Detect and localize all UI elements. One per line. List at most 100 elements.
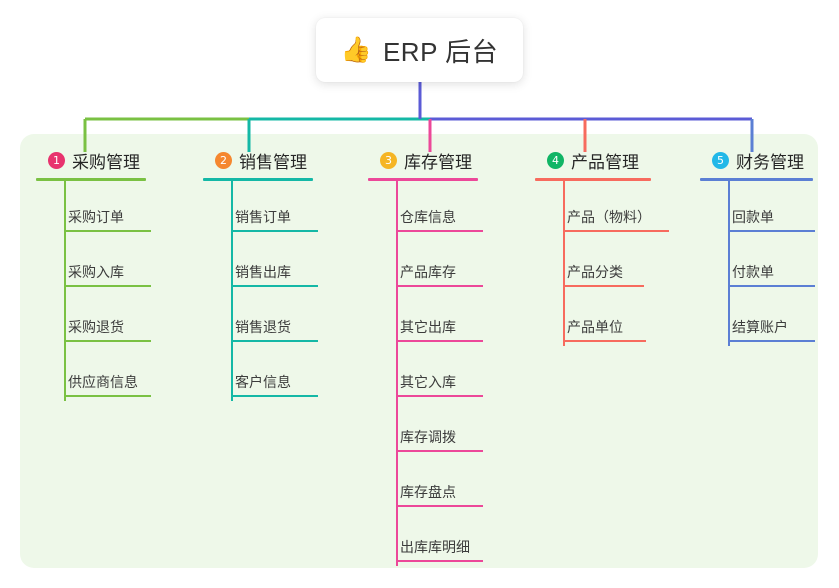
leaf-item[interactable]: 库存调拨 (397, 401, 483, 456)
column-header-5[interactable]: 5 财务管理 (700, 148, 813, 172)
leaf-rule (729, 285, 815, 287)
page-title: ERP 后台 (382, 36, 499, 67)
column-underline-1 (36, 178, 146, 181)
leaf-label: 回款单 (732, 209, 774, 225)
leaf-list-5: 回款单付款单结算账户 (700, 181, 815, 346)
leaf-label: 客户信息 (235, 374, 291, 390)
leaf-label: 产品单位 (567, 319, 623, 335)
leaf-label: 采购退货 (68, 319, 124, 335)
leaf-list-1: 采购订单采购入库采购退货供应商信息 (36, 181, 151, 401)
leaf-item[interactable]: 客户信息 (232, 346, 318, 401)
leaf-item[interactable]: 产品分类 (564, 236, 651, 291)
leaf-label: 销售退货 (235, 319, 291, 335)
column-underline-5 (700, 178, 813, 181)
leaf-item[interactable]: 产品库存 (397, 236, 483, 291)
leaf-item[interactable]: 采购订单 (65, 181, 151, 236)
leaf-rule (564, 230, 669, 232)
leaf-label: 产品分类 (567, 264, 623, 280)
leaf-rule (65, 340, 151, 342)
diagram-panel (20, 134, 818, 568)
leaf-rule (397, 230, 483, 232)
column-underline-2 (203, 178, 313, 181)
column-badge-1: 1 (48, 151, 65, 169)
leaf-item[interactable]: 仓库信息 (397, 181, 483, 236)
column-badge-4: 4 (547, 151, 564, 169)
leaf-label: 库存调拨 (400, 429, 456, 445)
leaf-rule (232, 285, 318, 287)
leaf-label: 采购订单 (68, 209, 124, 225)
leaf-rule (564, 340, 646, 342)
leaf-list-4: 产品（物料） 产品分类产品单位 (535, 181, 669, 346)
leaf-spine-2 (231, 181, 233, 401)
leaf-label: 产品（物料） (567, 209, 651, 225)
leaf-label: 其它出库 (400, 319, 456, 335)
leaf-item[interactable]: 销售出库 (232, 236, 318, 291)
leaf-item[interactable]: 销售退货 (232, 291, 318, 346)
leaf-rule (397, 395, 483, 397)
leaf-item[interactable]: 库存盘点 (397, 456, 483, 511)
leaf-rule (397, 285, 483, 287)
column-产品管理: 4 产品管理产品（物料） 产品分类产品单位 (535, 148, 669, 346)
leaf-rule (564, 285, 644, 287)
leaf-spine-3 (396, 181, 398, 566)
leaf-label: 采购入库 (68, 264, 124, 280)
leaf-rule (397, 560, 483, 562)
leaf-rule (232, 340, 318, 342)
leaf-item[interactable]: 采购退货 (65, 291, 151, 346)
leaf-label: 库存盘点 (400, 484, 456, 500)
leaf-item[interactable]: 其它出库 (397, 291, 483, 346)
leaf-item[interactable]: 采购入库 (65, 236, 151, 291)
thumbs-up-icon: 👍 (340, 35, 372, 64)
column-badge-2: 2 (215, 151, 232, 169)
leaf-item[interactable]: 结算账户 (729, 291, 815, 346)
column-采购管理: 1 采购管理采购订单采购入库采购退货供应商信息 (36, 148, 151, 401)
leaf-list-3: 仓库信息产品库存其它出库其它入库库存调拨库存盘点出库库明细 (368, 181, 483, 566)
leaf-item[interactable]: 付款单 (729, 236, 815, 291)
leaf-rule (729, 230, 815, 232)
column-header-3[interactable]: 3 库存管理 (368, 148, 478, 172)
leaf-spine-5 (728, 181, 730, 346)
leaf-rule (397, 505, 483, 507)
column-underline-4 (535, 178, 651, 181)
leaf-rule (232, 230, 318, 232)
column-财务管理: 5 财务管理回款单付款单结算账户 (700, 148, 815, 346)
leaf-label: 供应商信息 (68, 374, 138, 390)
leaf-rule (65, 230, 151, 232)
column-header-1[interactable]: 1 采购管理 (36, 148, 146, 172)
leaf-label: 仓库信息 (400, 209, 456, 225)
leaf-label: 结算账户 (732, 319, 788, 335)
leaf-item[interactable]: 产品单位 (564, 291, 651, 346)
leaf-rule (397, 450, 483, 452)
leaf-label: 出库库明细 (400, 539, 470, 555)
leaf-item[interactable]: 供应商信息 (65, 346, 151, 401)
leaf-item[interactable]: 其它入库 (397, 346, 483, 401)
column-title-1: 采购管理 (72, 152, 140, 172)
root-title-card[interactable]: 👍 ERP 后台 (316, 18, 523, 82)
column-underline-3 (368, 178, 478, 181)
leaf-item[interactable]: 销售订单 (232, 181, 318, 236)
leaf-item[interactable]: 回款单 (729, 181, 815, 236)
leaf-item[interactable]: 出库库明细 (397, 511, 483, 566)
leaf-label: 付款单 (732, 264, 774, 280)
column-title-3: 库存管理 (404, 152, 472, 172)
leaf-label: 其它入库 (400, 374, 456, 390)
leaf-rule (232, 395, 318, 397)
leaf-list-2: 销售订单销售出库销售退货客户信息 (203, 181, 318, 401)
leaf-label: 销售订单 (235, 209, 291, 225)
column-title-4: 产品管理 (571, 152, 639, 172)
leaf-label: 销售出库 (235, 264, 291, 280)
column-header-4[interactable]: 4 产品管理 (535, 148, 651, 172)
leaf-spine-4 (563, 181, 565, 346)
leaf-item[interactable]: 产品（物料） (564, 181, 669, 236)
column-badge-5: 5 (712, 151, 729, 169)
leaf-spine-1 (64, 181, 66, 401)
column-库存管理: 3 库存管理仓库信息产品库存其它出库其它入库库存调拨库存盘点出库库明细 (368, 148, 483, 566)
column-title-5: 财务管理 (736, 152, 804, 172)
column-badge-3: 3 (380, 151, 397, 169)
leaf-rule (65, 395, 151, 397)
leaf-rule (65, 285, 151, 287)
